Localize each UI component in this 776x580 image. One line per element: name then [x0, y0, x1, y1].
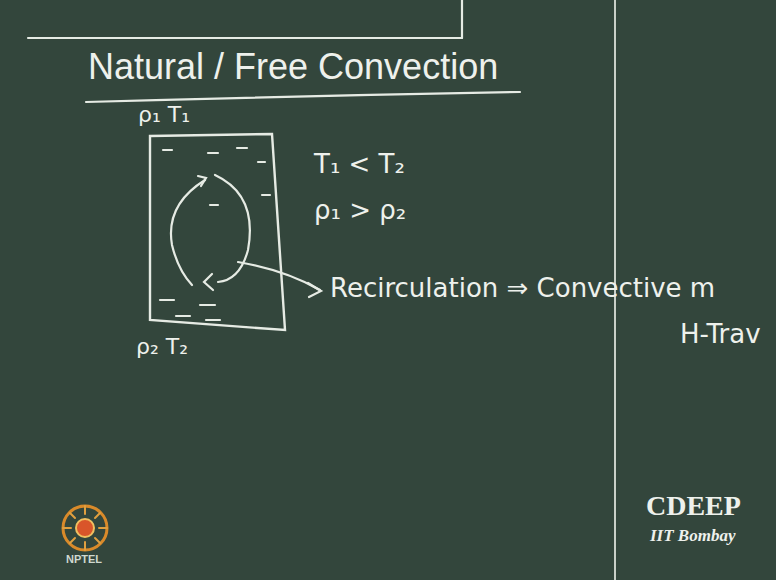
condition-text: T₁ < T₂ — [314, 150, 405, 180]
state-label: ρ₁ T₁ — [138, 102, 190, 127]
logo-text: NPTEL — [66, 553, 102, 566]
box-outline — [128, 102, 300, 364]
state-label: ρ₂ T₂ — [136, 334, 188, 359]
board-title: Natural / Free Convection — [88, 46, 498, 87]
logo-subtext: IIT Bombay — [650, 526, 735, 546]
condition-text: ρ₁ > ρ₂ — [314, 196, 406, 226]
note-text: Recirculation ⇒ Convective m — [330, 274, 715, 304]
box-border — [150, 134, 285, 330]
note-text: H-Trav — [680, 320, 761, 350]
logo-text: CDEEP — [646, 490, 741, 522]
fluid-box: ρ₁ T₁ ρ₂ T₂ — [128, 102, 300, 364]
